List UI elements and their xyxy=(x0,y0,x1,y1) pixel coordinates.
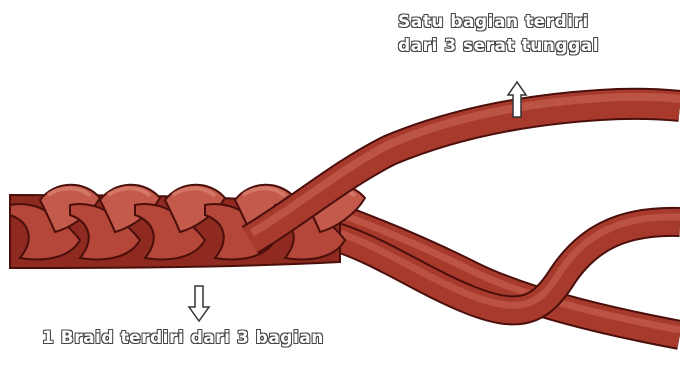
strand-description-line-2: dari 3 serat tunggal xyxy=(398,34,599,58)
arrow-down-icon xyxy=(189,286,209,321)
strand-description-label: Satu bagian terdiri dari 3 serat tunggal xyxy=(398,10,599,58)
braid-description-label: 1 Braid terdiri dari 3 bagian xyxy=(42,326,324,350)
strand-description-line-1: Satu bagian terdiri xyxy=(398,10,599,34)
